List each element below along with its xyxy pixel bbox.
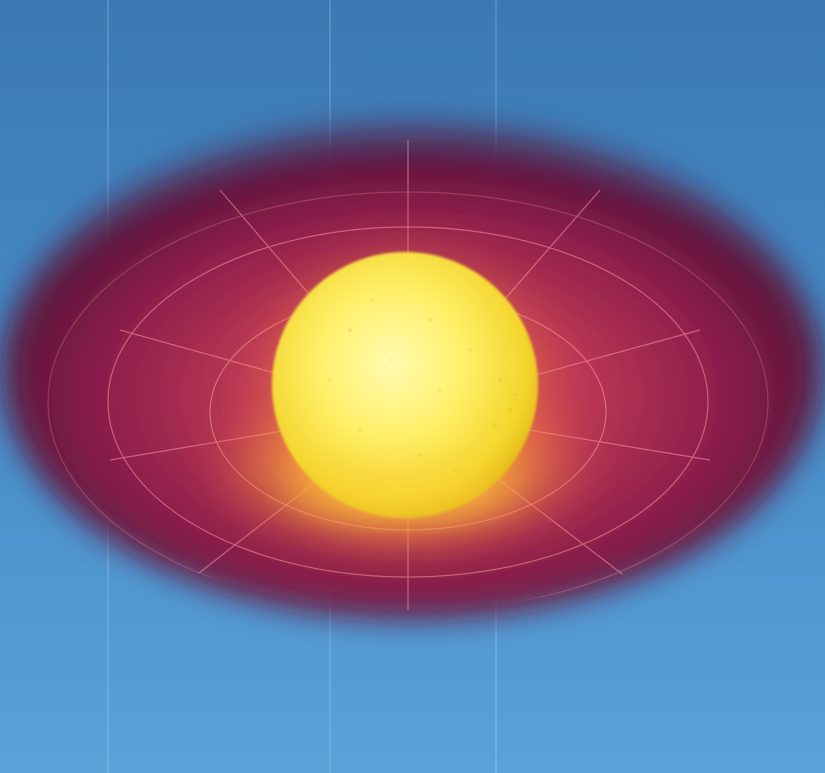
sphere-icon xyxy=(272,252,538,518)
